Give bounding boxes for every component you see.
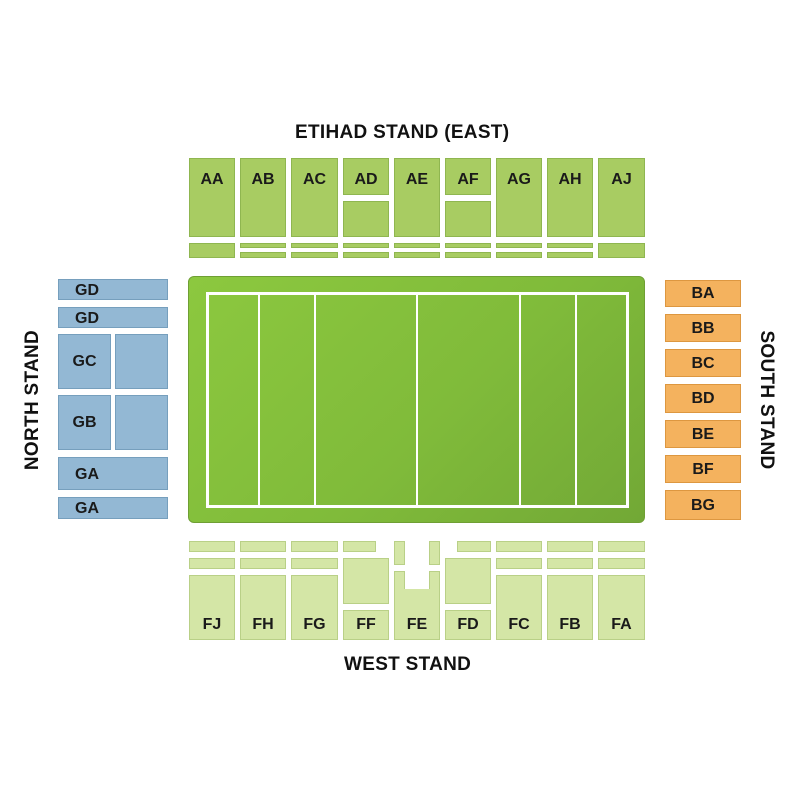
- east-row-ah-1[interactable]: [547, 243, 593, 248]
- west-row-fc-2[interactable]: [496, 558, 542, 569]
- west-row-fj-2[interactable]: [189, 558, 235, 569]
- west-row-fb-1[interactable]: [547, 541, 593, 552]
- east-row-ac-1[interactable]: [291, 243, 338, 248]
- block-ah[interactable]: AH: [547, 158, 593, 237]
- west-row-fg-2[interactable]: [291, 558, 338, 569]
- east-row-af-2[interactable]: [445, 252, 491, 258]
- west-row-fb-2[interactable]: [547, 558, 593, 569]
- pitch-line-3: [416, 292, 418, 508]
- west-row-ff-1[interactable]: [343, 541, 376, 552]
- block-fj[interactable]: FJ: [189, 575, 235, 640]
- pitch-line-4: [519, 292, 521, 508]
- block-ba[interactable]: BA: [665, 280, 741, 307]
- west-row-fe-left[interactable]: [394, 541, 405, 565]
- east-row-ae-1[interactable]: [394, 243, 440, 248]
- east-row-ae-2[interactable]: [394, 252, 440, 258]
- west-row-fd-2[interactable]: [445, 558, 491, 604]
- block-bd[interactable]: BD: [665, 384, 741, 413]
- east-row-ac-2[interactable]: [291, 252, 338, 258]
- block-bf[interactable]: BF: [665, 455, 741, 483]
- block-bg[interactable]: BG: [665, 490, 741, 520]
- west-row-fh-2[interactable]: [240, 558, 286, 569]
- block-ad-lower[interactable]: [343, 201, 389, 237]
- east-row-aj[interactable]: [598, 243, 645, 258]
- pitch-line-1: [258, 292, 260, 508]
- block-bc[interactable]: BC: [665, 349, 741, 377]
- east-row-ab-2[interactable]: [240, 252, 286, 258]
- west-row-fh-1[interactable]: [240, 541, 286, 552]
- pitch-line-left: [206, 292, 209, 508]
- block-fh[interactable]: FH: [240, 575, 286, 640]
- east-row-ag-2[interactable]: [496, 252, 542, 258]
- block-fg[interactable]: FG: [291, 575, 338, 640]
- block-ag[interactable]: AG: [496, 158, 542, 237]
- block-ae[interactable]: AE: [394, 158, 440, 237]
- block-fe[interactable]: FE: [394, 589, 440, 640]
- west-row-fa-1[interactable]: [598, 541, 645, 552]
- block-ac[interactable]: AC: [291, 158, 338, 237]
- pitch: [188, 276, 645, 523]
- west-row-fd-1[interactable]: [457, 541, 491, 552]
- block-fc[interactable]: FC: [496, 575, 542, 640]
- block-fd[interactable]: FD: [445, 610, 491, 640]
- south-stand-title: SOUTH STAND: [756, 330, 777, 470]
- west-row-fa-2[interactable]: [598, 558, 645, 569]
- east-row-aa[interactable]: [189, 243, 235, 258]
- block-ab[interactable]: AB: [240, 158, 286, 237]
- west-row-fg-1[interactable]: [291, 541, 338, 552]
- block-af-lower[interactable]: [445, 201, 491, 237]
- west-row-fe-right[interactable]: [429, 541, 440, 565]
- block-gd-2[interactable]: GD: [58, 307, 168, 328]
- east-row-ab-1[interactable]: [240, 243, 286, 248]
- pitch-line-right: [626, 292, 629, 508]
- block-bb[interactable]: BB: [665, 314, 741, 342]
- block-aa[interactable]: AA: [189, 158, 235, 237]
- block-gd-1[interactable]: GD: [58, 279, 168, 300]
- block-gc-inner[interactable]: [115, 334, 168, 389]
- east-stand-title: ETIHAD STAND (EAST): [295, 122, 510, 143]
- west-row-fc-1[interactable]: [496, 541, 542, 552]
- block-ad[interactable]: AD: [343, 158, 389, 195]
- block-fb[interactable]: FB: [547, 575, 593, 640]
- north-stand-title: NORTH STAND: [22, 329, 43, 471]
- west-row-ff-2[interactable]: [343, 558, 389, 604]
- block-ga-1[interactable]: GA: [58, 457, 168, 490]
- east-row-af-1[interactable]: [445, 243, 491, 248]
- block-ff[interactable]: FF: [343, 610, 389, 640]
- west-row-fj-1[interactable]: [189, 541, 235, 552]
- block-af[interactable]: AF: [445, 158, 491, 195]
- block-aj[interactable]: AJ: [598, 158, 645, 237]
- block-fa[interactable]: FA: [598, 575, 645, 640]
- block-ga-2[interactable]: GA: [58, 497, 168, 519]
- east-row-ah-2[interactable]: [547, 252, 593, 258]
- west-stand-title: WEST STAND: [344, 654, 472, 675]
- block-gb-inner[interactable]: [115, 395, 168, 450]
- block-be[interactable]: BE: [665, 420, 741, 448]
- pitch-line-5: [575, 292, 577, 508]
- east-row-ad-2[interactable]: [343, 252, 389, 258]
- east-row-ad-1[interactable]: [343, 243, 389, 248]
- block-gb[interactable]: GB: [58, 395, 111, 450]
- east-row-ag-1[interactable]: [496, 243, 542, 248]
- pitch-line-2: [314, 292, 316, 508]
- block-gc[interactable]: GC: [58, 334, 111, 389]
